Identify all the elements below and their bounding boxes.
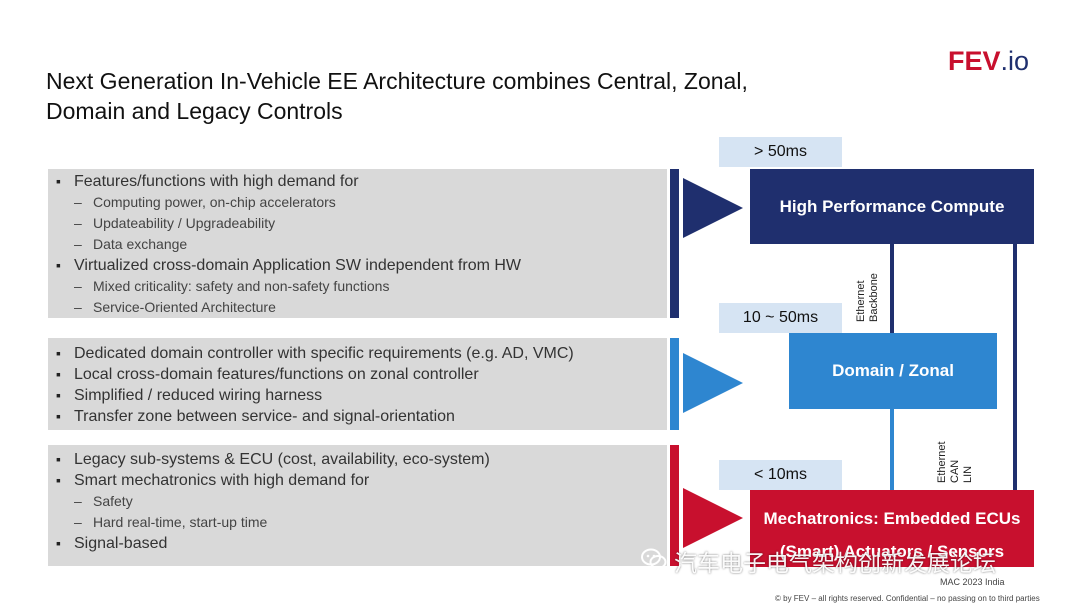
- sub-bullet-item: Updateability / Upgradeability: [56, 213, 521, 234]
- wechat-icon: [640, 547, 668, 577]
- domain-zonal-block: Domain / Zonal: [789, 333, 997, 409]
- mechatronics-block: Mechatronics: Embedded ECUs (Smart) Actu…: [750, 490, 1034, 567]
- mech-accent-bar: [670, 445, 679, 566]
- bullet-item: Smart mechatronics with high demand for: [56, 470, 490, 491]
- event-label: MAC 2023 India: [940, 577, 1005, 587]
- fev-logo: FEV.io: [948, 46, 1029, 77]
- watermark: 汽车电子电气架构创新发展论坛: [640, 544, 996, 578]
- logo-brand: FEV: [948, 46, 1001, 76]
- zonal-link-line: [890, 409, 894, 490]
- domain-accent-bar: [670, 338, 679, 430]
- ethernet-can-lin-label: Ethernet CAN LIN: [936, 441, 974, 483]
- mech-bullet-list: Legacy sub-systems & ECU (cost, availabi…: [56, 449, 490, 554]
- sub-bullet-item: Safety: [56, 491, 490, 512]
- bullet-item: Local cross-domain features/functions on…: [56, 364, 574, 385]
- hpc-arrow-icon: [683, 178, 743, 238]
- bullet-item: Transfer zone between service- and signa…: [56, 406, 574, 427]
- watermark-text: 汽车电子电气架构创新发展论坛: [674, 551, 996, 577]
- hpc-latency-badge: > 50ms: [719, 137, 842, 167]
- mech-block-label-line2: (Smart) Actuators / Sensors: [779, 542, 1005, 561]
- sub-bullet-item: Computing power, on-chip accelerators: [56, 192, 521, 213]
- hpc-direct-link-line: [1013, 244, 1017, 490]
- sub-bullet-item: Data exchange: [56, 234, 521, 255]
- bullet-item: Features/functions with high demand for: [56, 171, 521, 192]
- backbone-link-line: [890, 244, 894, 333]
- domain-bullet-list: Dedicated domain controller with specifi…: [56, 343, 574, 427]
- ethernet-backbone-label: Ethernet Backbone: [855, 273, 880, 322]
- bullet-item: Legacy sub-systems & ECU (cost, availabi…: [56, 449, 490, 470]
- page-title-line2: Domain and Legacy Controls: [46, 98, 343, 124]
- hpc-block: High Performance Compute: [750, 169, 1034, 244]
- domain-arrow-icon: [683, 353, 743, 413]
- hpc-bullet-list: Features/functions with high demand forC…: [56, 171, 521, 318]
- copyright-footer: © by FEV – all rights reserved. Confiden…: [775, 594, 1040, 603]
- sub-bullet-item: Hard real-time, start-up time: [56, 512, 490, 533]
- bullet-item: Dedicated domain controller with specifi…: [56, 343, 574, 364]
- sub-bullet-item: Mixed criticality: safety and non-safety…: [56, 276, 521, 297]
- bullet-item: Simplified / reduced wiring harness: [56, 385, 574, 406]
- sub-bullet-item: Service-Oriented Architecture: [56, 297, 521, 318]
- hpc-block-label: High Performance Compute: [779, 196, 1005, 216]
- mech-latency-badge: < 10ms: [719, 460, 842, 490]
- domain-block-label: Domain / Zonal: [832, 361, 954, 380]
- bullet-item: Signal-based: [56, 533, 490, 554]
- mech-block-label-line1: Mechatronics: Embedded ECUs: [763, 509, 1021, 528]
- bullet-item: Virtualized cross-domain Application SW …: [56, 255, 521, 276]
- logo-tld: .io: [1000, 46, 1030, 76]
- domain-latency-badge: 10 ~ 50ms: [719, 303, 842, 333]
- page-title-line1: Next Generation In-Vehicle EE Architectu…: [46, 68, 748, 94]
- page-title: Next Generation In-Vehicle EE Architectu…: [46, 66, 866, 126]
- mech-arrow-icon: [683, 488, 743, 548]
- hpc-accent-bar: [670, 169, 679, 318]
